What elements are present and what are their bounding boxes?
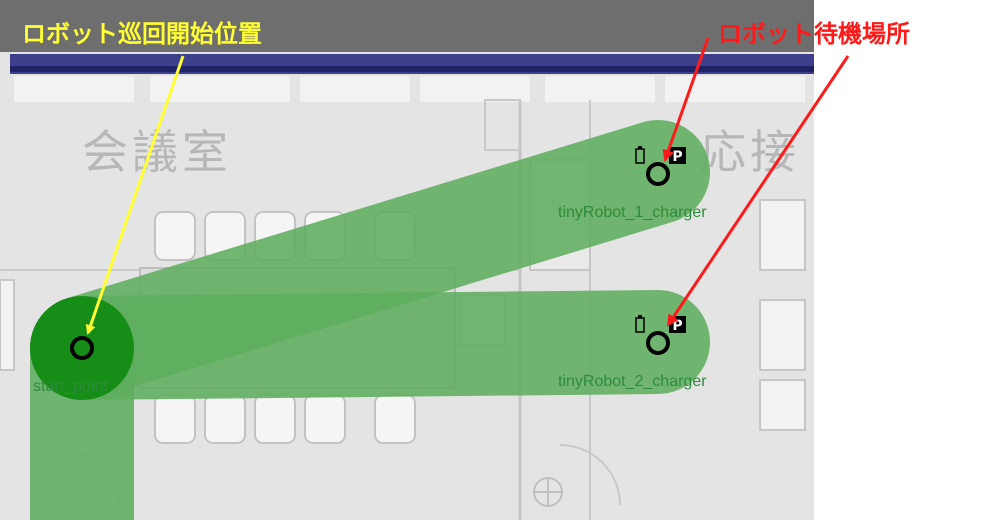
svg-text:P: P <box>672 318 682 334</box>
parking-icon: P <box>669 147 686 165</box>
svg-text:P: P <box>672 149 682 165</box>
annotation-start-position: ロボット巡回開始位置 <box>22 20 262 48</box>
lane-start-to-charger-2 <box>30 290 710 400</box>
map-canvas[interactable]: 会議室 応接 P P start_point tinyRobot_1_charg… <box>0 0 814 520</box>
waypoint-label-charger-2[interactable]: tinyRobot_2_charger <box>558 373 707 390</box>
start-point-marker <box>70 336 94 360</box>
battery-icon <box>635 315 645 333</box>
charger-2-marker <box>646 331 670 355</box>
navigation-lanes: P P <box>30 120 710 520</box>
waypoint-label-start[interactable]: start_point <box>33 378 108 395</box>
waypoint-label-charger-1[interactable]: tinyRobot_1_charger <box>558 204 707 221</box>
annotation-wait-location: ロボット待機場所 <box>718 20 910 48</box>
battery-icon <box>635 146 645 164</box>
map-top-bar-line <box>10 66 814 72</box>
parking-icon: P <box>669 316 686 334</box>
